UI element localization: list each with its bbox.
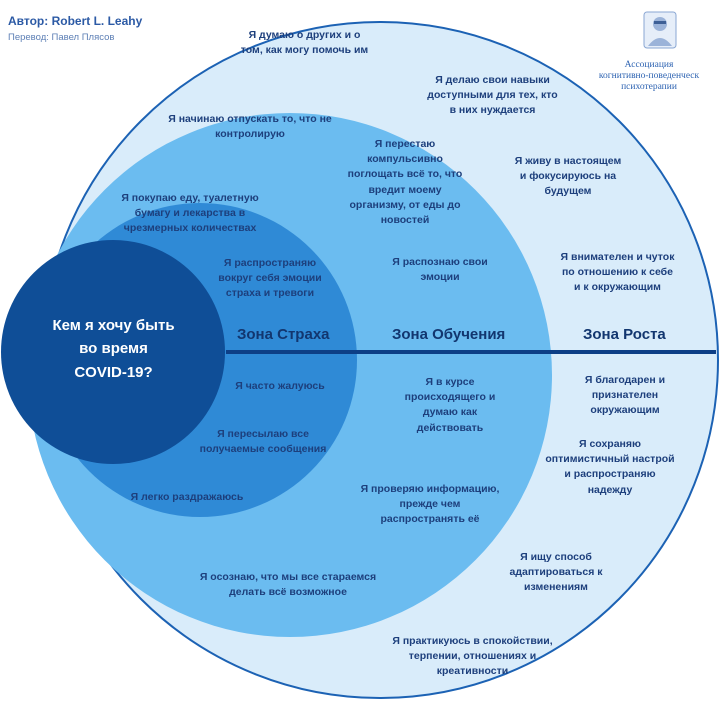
association-logo-icon [643, 11, 677, 49]
learning-item: Я в курсе происходящего и думаю как дейс… [404, 376, 496, 434]
center-question: Кем я хочу быть во время COVID-19? [52, 317, 175, 381]
zone-label-fear: Зона Страха [237, 326, 330, 343]
fear-item: Я покупаю еду, туалетную бумагу и лекарс… [121, 192, 259, 235]
zone-label-growth: Зона Роста [583, 326, 666, 343]
translator-credit: Перевод: Павел Плясов [8, 32, 115, 43]
learning-item: Я распознаю свои эмоции [392, 256, 488, 284]
growth-item: Я сохраняю оптимистичный настрой и распр… [545, 438, 675, 496]
core-circle [1, 240, 225, 464]
fear-item: Я распространяю вокруг себя эмоции страх… [218, 257, 322, 300]
growth-item: Я делаю свои навыки доступными для тех, … [427, 74, 558, 117]
author-credit: Автор: Robert L. Leahy [8, 14, 143, 28]
zone-label-learning: Зона Обучения [392, 326, 506, 343]
fear-item: Я легко раздражаюсь [130, 491, 244, 503]
learning-item: Я перестаю компульсивно поглощать всё то… [347, 138, 463, 227]
learning-item: Я осознаю, что мы все стараемся делать в… [199, 571, 377, 599]
growth-item: Я практикуюсь в спокойствии, терпении, о… [392, 635, 553, 678]
growth-item: Я ищу способ адаптироваться к изменениям [509, 551, 603, 594]
fear-item: Я пересылаю все получаемые сообщения [199, 428, 327, 456]
growth-item: Я благодарен и признателен окружающим [584, 374, 666, 417]
association-name: Ассоциация когнитивно-поведенческ психот… [598, 60, 700, 92]
growth-item: Я думаю о других и о том, как могу помоч… [240, 29, 369, 57]
fear-item: Я часто жалуюсь [235, 380, 325, 392]
learning-item: Я проверяю информацию, прежде чем распро… [360, 483, 500, 526]
learning-item: Я начинаю отпускать то, что не контролир… [168, 113, 332, 141]
growth-item: Я живу в настоящем и фокусируюсь на буду… [514, 155, 622, 198]
growth-item: Я внимателен и чуток по отношению к себе… [560, 251, 675, 294]
